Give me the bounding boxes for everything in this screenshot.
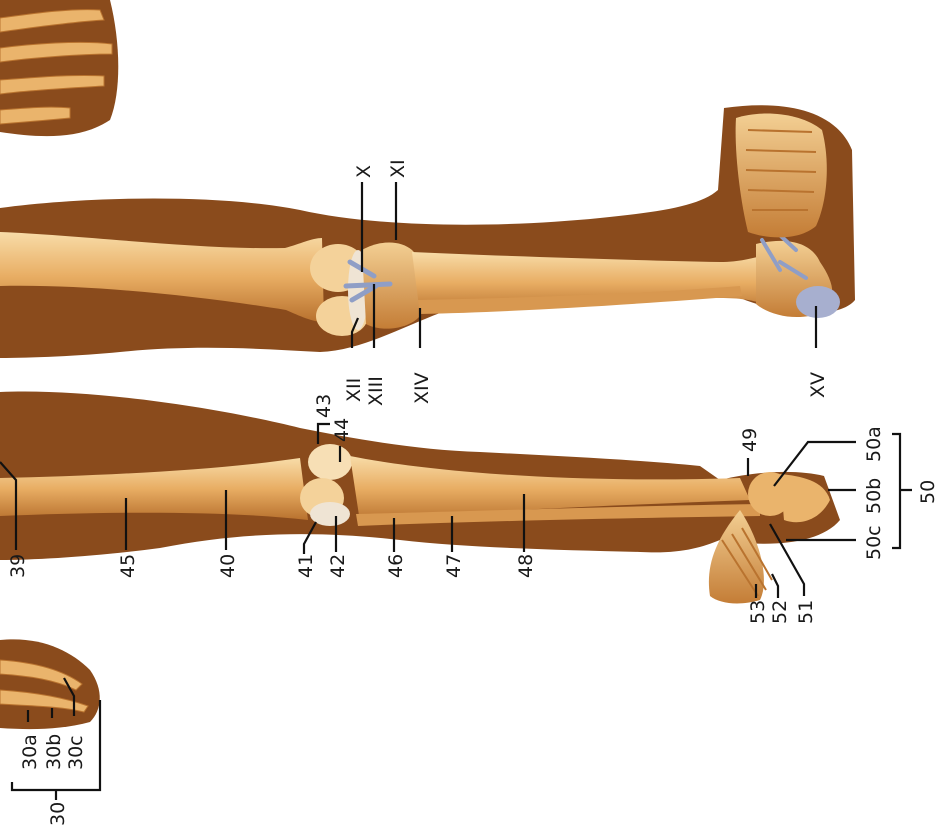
label-40: 40 bbox=[217, 554, 239, 578]
lower-patella bbox=[308, 444, 352, 480]
label-53: 53 bbox=[747, 600, 769, 624]
upper-heel bbox=[796, 286, 840, 318]
label-50a: 50a bbox=[863, 426, 885, 462]
label-50: 50 bbox=[917, 480, 939, 504]
label-44: 44 bbox=[331, 418, 353, 442]
label-X: X bbox=[353, 165, 375, 178]
label-30b: 30b bbox=[43, 734, 65, 770]
label-30c: 30c bbox=[65, 735, 87, 770]
label-30a: 30a bbox=[19, 734, 41, 770]
label-45: 45 bbox=[117, 554, 139, 578]
label-41: 41 bbox=[295, 554, 317, 578]
upper-foot-bones bbox=[736, 114, 827, 238]
label-52: 52 bbox=[769, 600, 791, 624]
label-XI: XI bbox=[387, 159, 409, 178]
bracket-50 bbox=[892, 434, 912, 548]
label-47: 47 bbox=[443, 554, 465, 578]
label-39: 39 bbox=[7, 554, 29, 578]
hand-top-figure bbox=[0, 0, 118, 136]
label-30: 30 bbox=[47, 802, 69, 826]
label-XV: XV bbox=[807, 372, 829, 398]
leader-52 bbox=[772, 574, 778, 598]
label-XII: XII bbox=[343, 378, 365, 402]
hand-bottom-silhouette bbox=[0, 639, 100, 729]
label-49: 49 bbox=[739, 428, 761, 452]
label-46: 46 bbox=[385, 554, 407, 578]
hand-bottom-figure bbox=[0, 639, 100, 729]
label-50b: 50b bbox=[863, 478, 885, 514]
label-XIV: XIV bbox=[411, 372, 433, 404]
label-XIII: XIII bbox=[365, 376, 387, 406]
label-42: 42 bbox=[327, 554, 349, 578]
label-43: 43 bbox=[313, 394, 335, 418]
upper-leg-figure bbox=[0, 105, 855, 358]
upper-leg-silhouette bbox=[0, 105, 855, 358]
label-50c: 50c bbox=[863, 525, 885, 560]
label-48: 48 bbox=[515, 554, 537, 578]
label-51: 51 bbox=[795, 600, 817, 624]
